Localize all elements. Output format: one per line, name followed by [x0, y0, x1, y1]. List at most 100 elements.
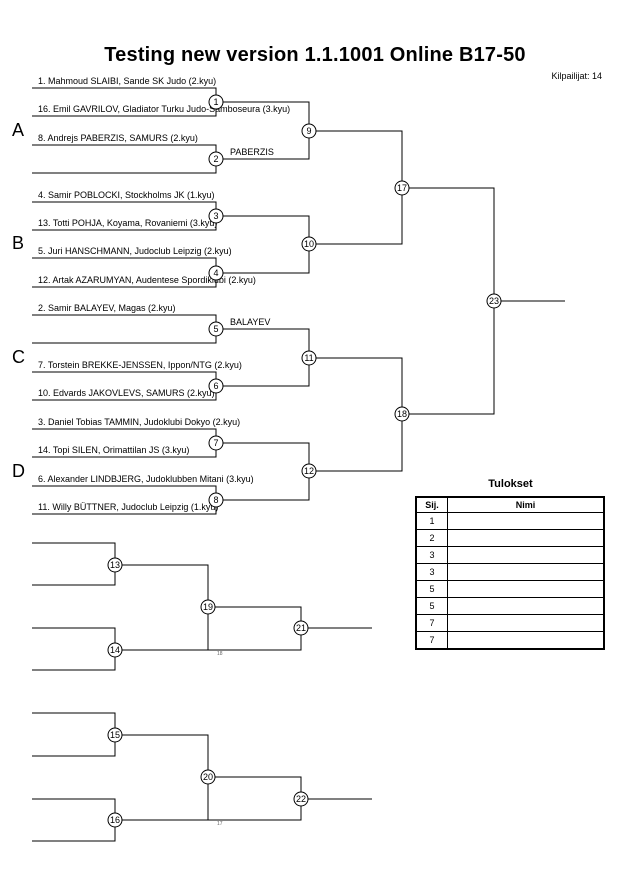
match-marker: 17	[394, 180, 410, 196]
match-number: 15	[110, 730, 120, 740]
bracket-line-m10	[216, 215, 310, 274]
match-marker: 22	[293, 791, 309, 807]
match-marker: 8	[208, 492, 224, 508]
match-marker: 19	[200, 599, 216, 615]
bracket-line-m20	[115, 734, 209, 821]
competitor-label: 3. Daniel Tobias TAMMIN, Judoklubi Dokyo…	[38, 417, 240, 427]
match-number: 12	[304, 466, 314, 476]
table-row: 7	[415, 614, 605, 632]
match-number: 10	[304, 239, 314, 249]
match-number: 16	[110, 815, 120, 825]
match-number: 5	[213, 324, 218, 334]
match-marker: 11	[301, 350, 317, 366]
name-cell	[447, 529, 605, 547]
rank-cell: 3	[415, 563, 448, 581]
results-title: Tulokset	[488, 478, 533, 490]
match-marker: 14	[107, 642, 123, 658]
match-number: 22	[296, 794, 306, 804]
pool-label-a: A	[12, 120, 24, 140]
rank-cell: 2	[415, 529, 448, 547]
match-marker: 12	[301, 463, 317, 479]
match-marker: 9	[301, 123, 317, 139]
match-marker: 6	[208, 378, 224, 394]
competitor-labels: 1. Mahmoud SLAIBI, Sande SK Judo (2.kyu)…	[38, 76, 290, 512]
bracket-line-m12	[216, 442, 310, 501]
competitor-label: 12. Artak AZARUMYAN, Audentese Spordiklu…	[38, 275, 256, 285]
table-row: 1	[415, 512, 605, 530]
bracket-line-m18	[309, 357, 403, 472]
name-cell	[447, 614, 605, 632]
bracket-line-m17	[309, 130, 403, 245]
competitor-label: 14. Topi SILEN, Orimattilan JS (3.kyu)	[38, 445, 189, 455]
results-table: Sij. Nimi 1 2 3 3 5 5 7 7	[415, 496, 605, 650]
competitor-label: 8. Andrejs PABERZIS, SAMURS (2.kyu)	[38, 133, 198, 143]
name-cell	[447, 563, 605, 581]
match-marker: 2	[208, 151, 224, 167]
competitor-label: 7. Torstein BREKKE-JENSSEN, Ippon/NTG (2…	[38, 360, 242, 370]
table-row: 5	[415, 580, 605, 598]
table-row: 3	[415, 563, 605, 581]
competitor-label: 16. Emil GAVRILOV, Gladiator Turku Judo-…	[38, 104, 290, 114]
match-number: 3	[213, 211, 218, 221]
match-marker: 3	[208, 208, 224, 224]
results-header-row: Sij. Nimi	[415, 496, 605, 513]
page-title: Testing new version 1.1.1001 Online B17-…	[104, 44, 526, 66]
results-panel: Tulokset Sij. Nimi 1 2 3 3 5 5 7 7	[415, 478, 606, 650]
rank-column-header: Sij.	[415, 496, 448, 513]
table-row: 5	[415, 597, 605, 615]
table-row: 2	[415, 529, 605, 547]
bracket-line-m11	[216, 328, 310, 387]
match-number: 21	[296, 623, 306, 633]
bracket-line-m13	[32, 542, 116, 586]
table-row: 7	[415, 631, 605, 650]
competitor-label: 13. Totti POHJA, Koyama, Rovaniemi (3.ky…	[38, 218, 217, 228]
competitor-label: 11. Willy BÜTTNER, Judoclub Leipzig (1.k…	[38, 502, 218, 512]
match-number: 1	[213, 97, 218, 107]
table-row: 3	[415, 546, 605, 564]
match-marker: 18	[394, 406, 410, 422]
winner-label: BALAYEV	[230, 317, 270, 327]
name-cell	[447, 580, 605, 598]
bracket-line-m21	[208, 606, 302, 651]
match-number: 23	[489, 296, 499, 306]
competitor-label: 2. Samir BALAYEV, Magas (2.kyu)	[38, 303, 176, 313]
match-marker: 1	[208, 94, 224, 110]
match-number: 6	[213, 381, 218, 391]
match-number: 11	[304, 353, 313, 363]
rank-cell: 7	[415, 614, 448, 632]
match-number: 4	[213, 268, 218, 278]
bracket-line-m22	[208, 776, 302, 821]
match-number: 20	[203, 772, 213, 782]
competitor-label: 5. Juri HANSCHMANN, Judoclub Leipzig (2.…	[38, 246, 232, 256]
match-number: 8	[213, 495, 218, 505]
rank-cell: 5	[415, 597, 448, 615]
rank-cell: 7	[415, 631, 448, 650]
pool-label-b: B	[12, 233, 24, 253]
match-markers: 1 2 3 4 5 6 7 8 9 10 11 12 13 14 15 16 1…	[107, 94, 502, 828]
competitor-label: 10. Edvards JAKOVLEVS, SAMURS (2.kyu)	[38, 388, 215, 398]
bracket-line-m19	[115, 564, 209, 651]
name-cell	[447, 546, 605, 564]
match-marker: 10	[301, 236, 317, 252]
name-cell	[447, 631, 605, 650]
match-number: 19	[203, 602, 213, 612]
match-marker: 16	[107, 812, 123, 828]
match-number: 13	[110, 560, 120, 570]
source-note: 17	[217, 821, 223, 827]
match-number: 7	[213, 438, 218, 448]
competitor-label: 6. Alexander LINDBJERG, Judoklubben Mita…	[38, 474, 254, 484]
match-marker: 15	[107, 727, 123, 743]
match-marker: 7	[208, 435, 224, 451]
name-cell	[447, 512, 605, 530]
bracket-line-m5	[32, 314, 217, 344]
match-marker: 21	[293, 620, 309, 636]
bracket-line-m16	[32, 798, 116, 842]
pool-label-c: C	[12, 347, 25, 367]
pool-label-d: D	[12, 461, 25, 481]
rank-cell: 3	[415, 546, 448, 564]
winner-label: PABERZIS	[230, 147, 274, 157]
match-marker: 20	[200, 769, 216, 785]
bracket-lines	[32, 87, 565, 842]
rank-cell: 1	[415, 512, 448, 530]
